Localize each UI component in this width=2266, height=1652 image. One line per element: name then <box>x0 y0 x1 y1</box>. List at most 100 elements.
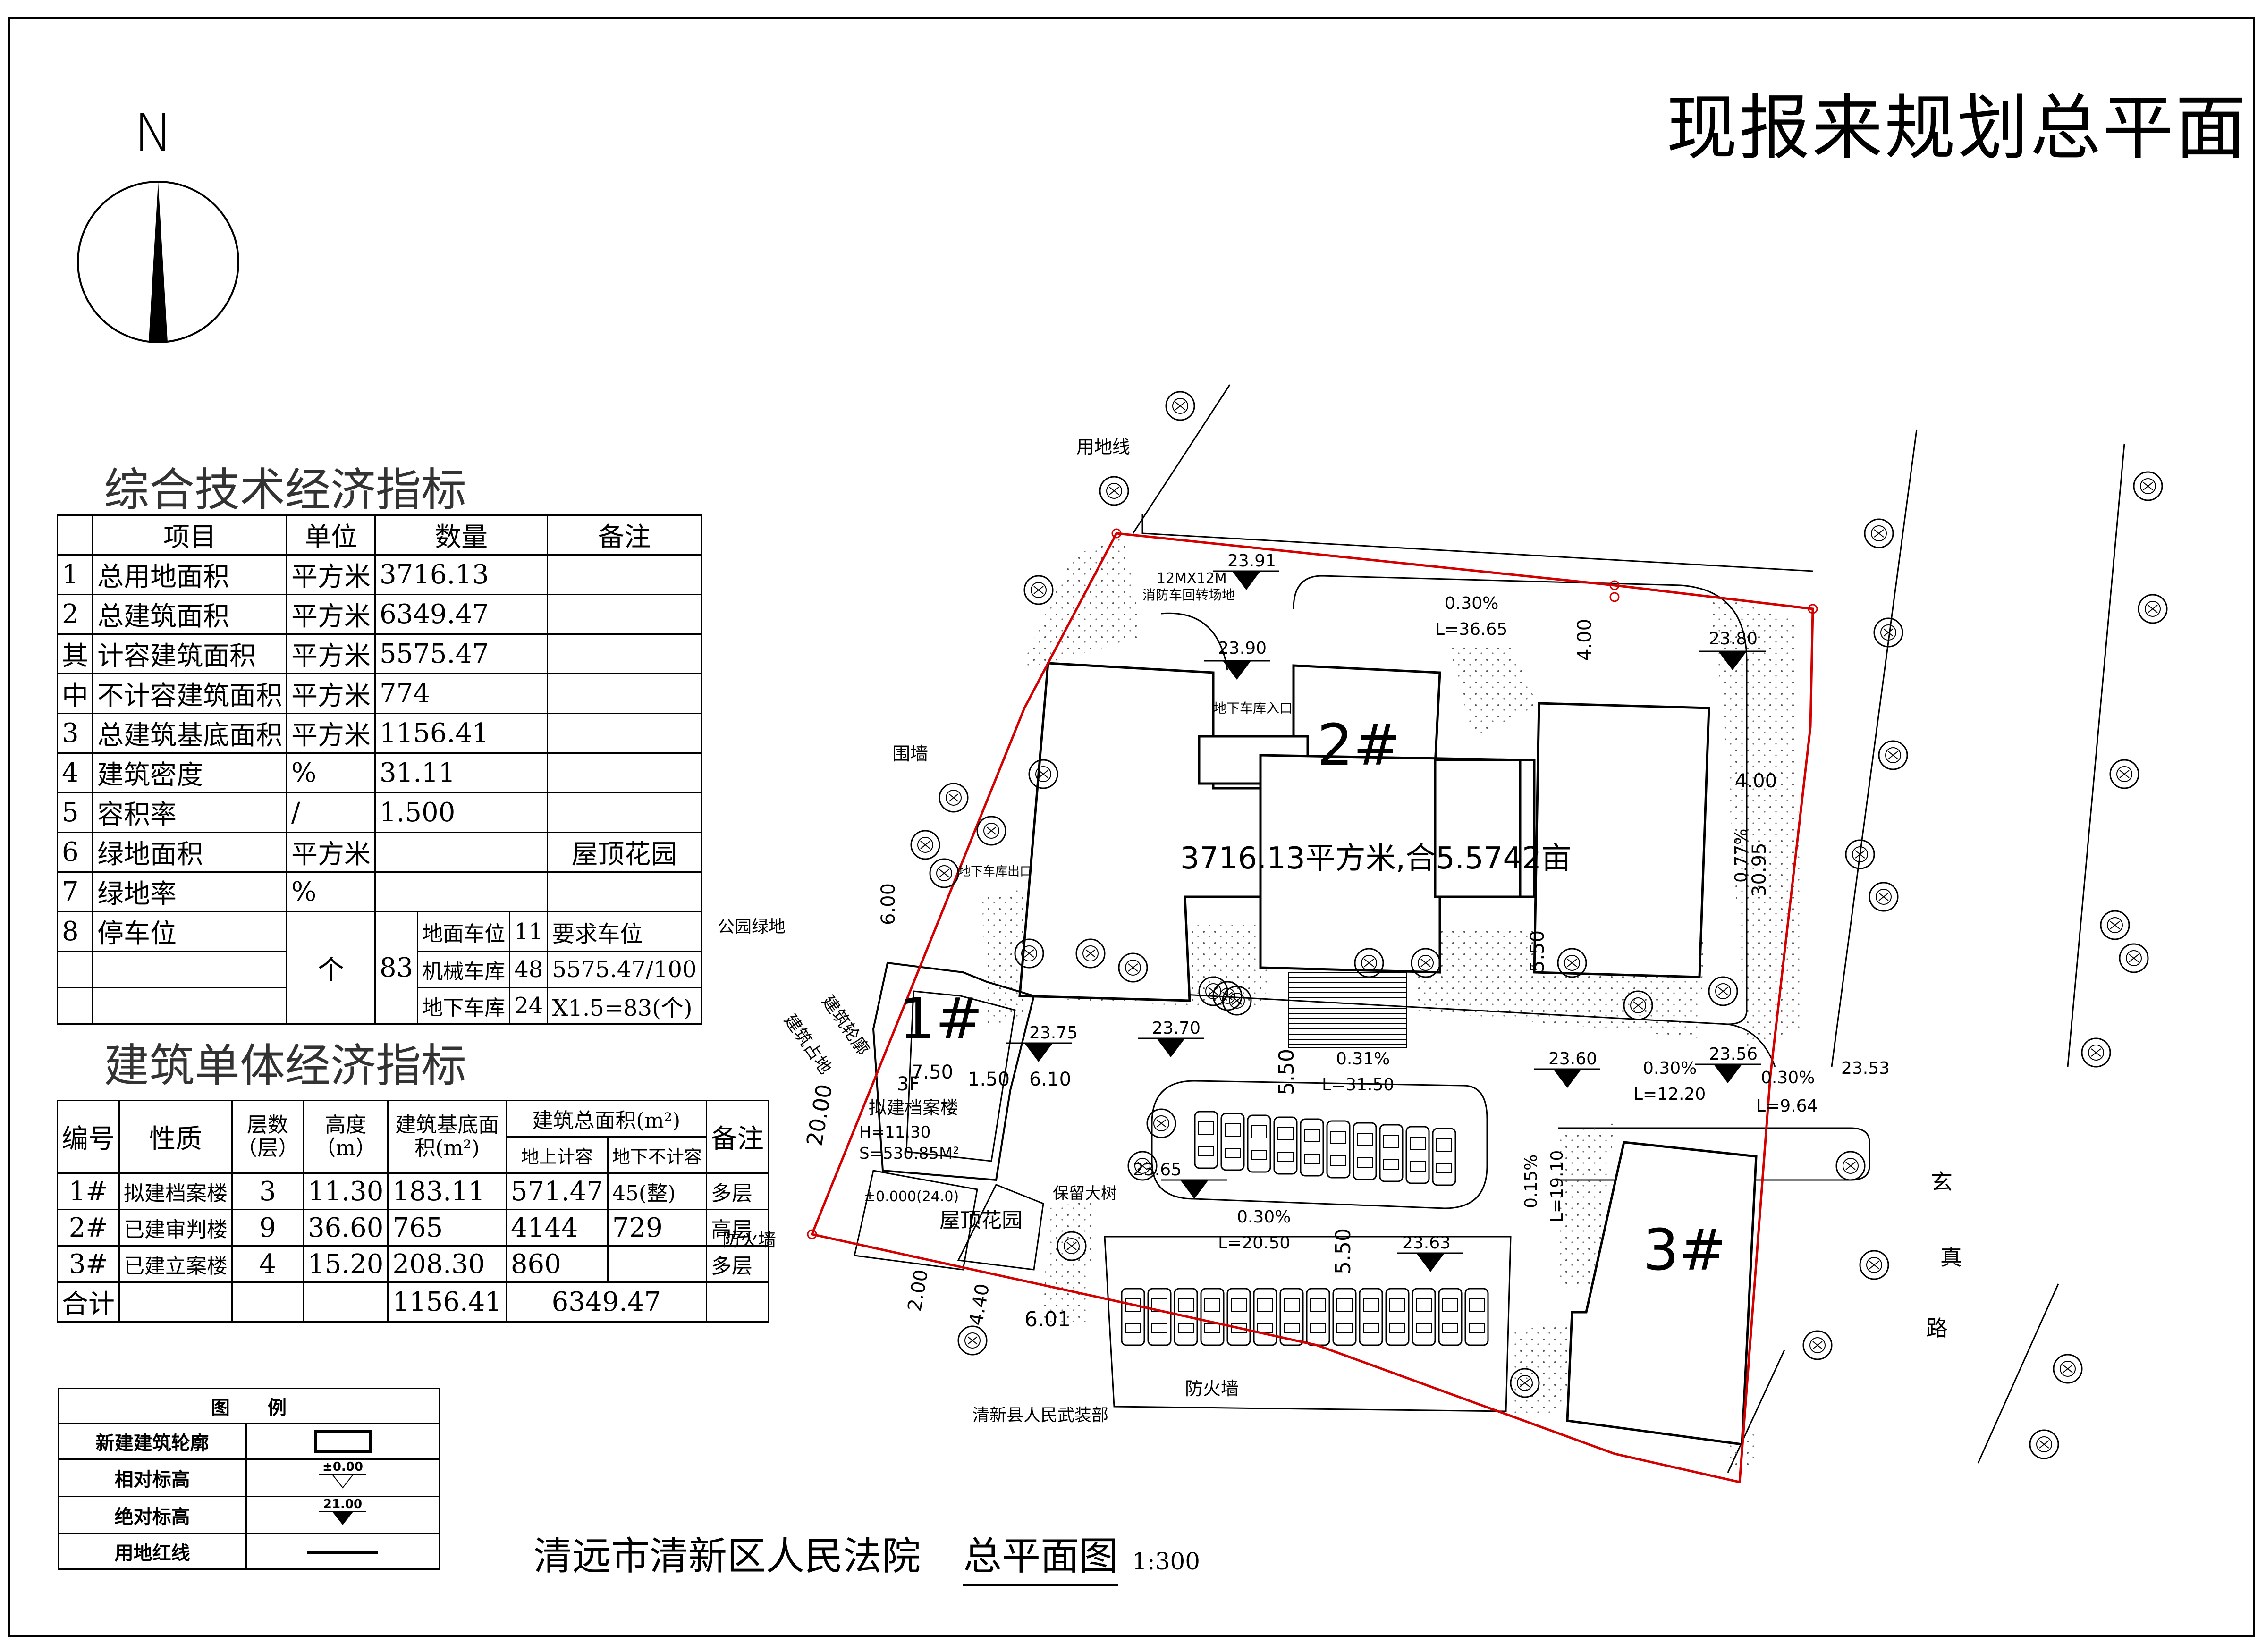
stairs <box>1288 972 1407 1048</box>
svg-text:L=36.65: L=36.65 <box>1435 620 1507 639</box>
elevation-marker-icon <box>1694 1063 1762 1084</box>
tree-icon <box>2138 594 2168 624</box>
tree-icon <box>910 830 940 860</box>
tree-icon <box>2053 1354 2083 1384</box>
car-icon <box>1412 1288 1436 1346</box>
svg-text:建筑占地: 建筑占地 <box>780 1011 835 1078</box>
tree-icon <box>2133 471 2163 501</box>
svg-text:20.00: 20.00 <box>802 1082 837 1148</box>
svg-text:L=12.20: L=12.20 <box>1633 1085 1706 1104</box>
svg-text:地下车库出口: 地下车库出口 <box>958 865 1032 879</box>
svg-text:23.91: 23.91 <box>1227 551 1276 571</box>
car-icon <box>1306 1288 1330 1346</box>
elevation-marker-icon <box>1533 1068 1601 1089</box>
svg-text:23.70: 23.70 <box>1152 1019 1201 1038</box>
svg-text:7.50: 7.50 <box>911 1062 953 1083</box>
svg-text:±0.00: ±0.00 <box>322 1460 363 1474</box>
tree-icon <box>1802 1330 1833 1360</box>
tree-icon <box>2029 1429 2059 1459</box>
tree-icon <box>976 816 1006 846</box>
svg-text:2.00: 2.00 <box>904 1268 933 1313</box>
car-icon <box>1247 1114 1271 1173</box>
svg-text:23.80: 23.80 <box>1709 629 1758 649</box>
building-3 <box>1566 1141 1758 1446</box>
svg-text:6.00: 6.00 <box>878 883 899 925</box>
car-icon <box>1273 1116 1298 1175</box>
svg-text:0.30%: 0.30% <box>1643 1059 1697 1078</box>
new-building-outline-icon <box>314 1430 372 1453</box>
svg-text:玄: 玄 <box>1931 1169 1953 1195</box>
relative-elevation-icon: ±0.00 <box>319 1460 367 1489</box>
svg-text:23.56: 23.56 <box>1709 1045 1758 1064</box>
car-icon <box>1379 1124 1404 1182</box>
car-icon <box>1147 1288 1172 1346</box>
svg-text:地下车库入口: 地下车库入口 <box>1213 700 1293 716</box>
svg-text:0.30%: 0.30% <box>1761 1068 1815 1087</box>
plan-labels: 3716.13平方米,合5.5742亩 1# 2# 3# 玄 真 路 用地线 1… <box>718 437 1962 1425</box>
car-icon <box>1464 1288 1489 1346</box>
svg-text:5.50: 5.50 <box>1331 1228 1355 1274</box>
tree-icon <box>2100 910 2130 940</box>
svg-text:23.65: 23.65 <box>1133 1160 1182 1180</box>
svg-text:防火墙: 防火墙 <box>1185 1378 1239 1399</box>
building-1-label: 1# <box>899 986 983 1052</box>
svg-text:5.50: 5.50 <box>1275 1049 1299 1095</box>
car-icon <box>1220 1113 1245 1171</box>
svg-text:23.63: 23.63 <box>1402 1233 1451 1253</box>
building-2 <box>1018 662 1710 1002</box>
svg-text:12MX12M: 12MX12M <box>1157 570 1227 587</box>
elevation-marker-icon <box>1160 1179 1228 1200</box>
svg-text:3F: 3F <box>897 1073 920 1095</box>
svg-text:23.90: 23.90 <box>1218 639 1267 658</box>
elevation-marker-icon <box>1005 1042 1073 1063</box>
boundary-markers <box>807 528 1818 1239</box>
elevation-marker-icon <box>1137 1037 1205 1058</box>
svg-text:6.01: 6.01 <box>1024 1307 1071 1332</box>
drawing-scale: 1:300 <box>1132 1548 1201 1575</box>
svg-text:30.95: 30.95 <box>1749 843 1770 897</box>
red-land-boundary <box>810 532 1814 1484</box>
building-2-label: 2# <box>1317 713 1401 778</box>
svg-text:6.10: 6.10 <box>1029 1069 1071 1090</box>
svg-text:建筑轮廓: 建筑轮廓 <box>818 992 873 1059</box>
drawing-frame <box>8 17 2255 1637</box>
elevation-marker-icon <box>1396 1252 1464 1273</box>
car-icon <box>1405 1126 1430 1184</box>
car-icon <box>1326 1120 1351 1179</box>
svg-text:L=31.50: L=31.50 <box>1322 1075 1394 1095</box>
svg-text:屋顶花园: 屋顶花园 <box>939 1208 1023 1232</box>
north-arrow-icon: N <box>77 103 239 343</box>
car-icon <box>1353 1122 1377 1180</box>
svg-text:L=20.50: L=20.50 <box>1218 1233 1290 1253</box>
tree-icon <box>1099 476 1129 506</box>
tree-icon <box>1165 391 1195 421</box>
svg-text:0.30%: 0.30% <box>1237 1207 1291 1227</box>
svg-text:21.00: 21.00 <box>323 1498 362 1511</box>
svg-text:4.00: 4.00 <box>1735 770 1777 792</box>
page-title: 现报来规划总平面 <box>1666 87 2249 169</box>
svg-text:保留大树: 保留大树 <box>1053 1184 1117 1203</box>
elevation-values: 23.91 23.90 23.80 23.75 23.70 23.60 23.5… <box>1029 551 1890 1253</box>
svg-text:0.15%: 0.15% <box>1522 1155 1541 1208</box>
tree-icon <box>2119 943 2149 973</box>
project-name: 清远市清新区人民法院 <box>533 1534 921 1579</box>
tree-icon <box>1859 1250 1889 1280</box>
svg-text:1.50: 1.50 <box>968 1069 1010 1090</box>
single-table-title: 建筑单体经济指标 <box>104 1039 466 1092</box>
tree-icon <box>1878 740 1908 770</box>
svg-text:S=530.85M²: S=530.85M² <box>859 1144 959 1163</box>
